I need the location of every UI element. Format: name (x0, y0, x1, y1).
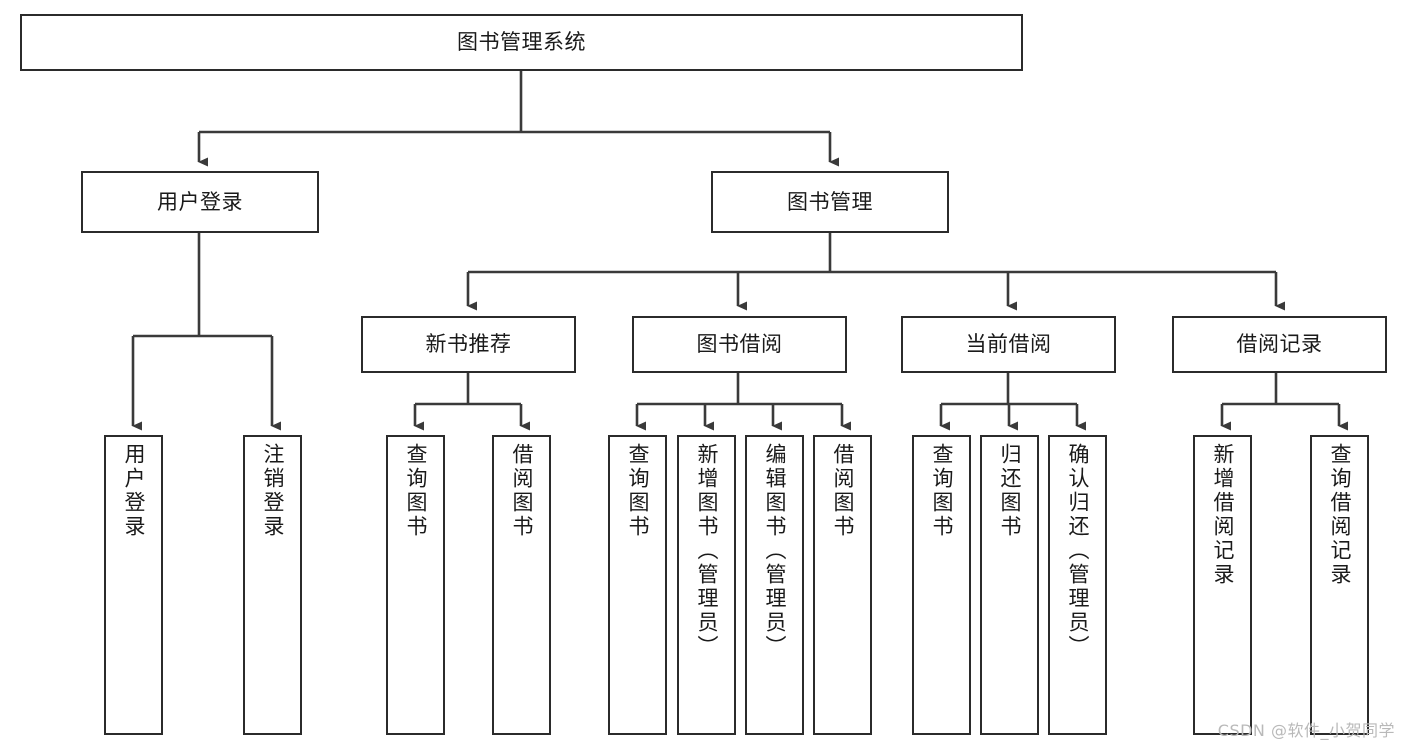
node-label: 查询图书 (404, 443, 428, 539)
node-label: 查询图书 (930, 443, 954, 539)
node-label: 用户登录 (157, 189, 243, 214)
node-label: 图书管理系统 (457, 30, 586, 55)
node-label: 编辑图书（管理员） (763, 443, 787, 659)
node-leaf-borrow-book-recommend[interactable]: 借阅图书 (492, 435, 551, 735)
node-leaf-query-book-borrow[interactable]: 查询图书 (608, 435, 667, 735)
node-leaf-borrow-book[interactable]: 借阅图书 (813, 435, 872, 735)
node-current-borrow[interactable]: 当前借阅 (901, 316, 1116, 373)
node-borrow-record[interactable]: 借阅记录 (1172, 316, 1387, 373)
node-new-book-recommend[interactable]: 新书推荐 (361, 316, 576, 373)
node-user-login[interactable]: 用户登录 (81, 171, 319, 233)
node-label: 当前借阅 (965, 332, 1052, 357)
node-label: 图书管理 (787, 189, 873, 214)
node-leaf-add-borrow-record[interactable]: 新增借阅记录 (1193, 435, 1252, 735)
node-label: 查询借阅记录 (1328, 443, 1352, 587)
node-book-borrow[interactable]: 图书借阅 (632, 316, 847, 373)
node-label: 借阅记录 (1236, 332, 1323, 357)
node-label: 新增图书（管理员） (695, 443, 719, 659)
node-label: 确认归还（管理员） (1066, 443, 1090, 659)
node-leaf-edit-book[interactable]: 编辑图书（管理员） (745, 435, 804, 735)
node-label: 图书借阅 (696, 332, 783, 357)
node-leaf-confirm-return[interactable]: 确认归还（管理员） (1048, 435, 1107, 735)
node-label: 借阅图书 (510, 443, 534, 539)
node-leaf-user-login[interactable]: 用户登录 (104, 435, 163, 735)
node-label: 注销登录 (261, 443, 285, 539)
node-root-book-management-system[interactable]: 图书管理系统 (20, 14, 1023, 71)
node-leaf-query-borrow-record[interactable]: 查询借阅记录 (1310, 435, 1369, 735)
node-label: 用户登录 (122, 443, 146, 539)
node-label: 归还图书 (998, 443, 1022, 539)
node-label: 新增借阅记录 (1211, 443, 1235, 587)
node-label: 借阅图书 (831, 443, 855, 539)
node-label: 查询图书 (626, 443, 650, 539)
node-book-management[interactable]: 图书管理 (711, 171, 949, 233)
node-leaf-return-book[interactable]: 归还图书 (980, 435, 1039, 735)
node-leaf-user-logout[interactable]: 注销登录 (243, 435, 302, 735)
node-leaf-add-book[interactable]: 新增图书（管理员） (677, 435, 736, 735)
node-label: 新书推荐 (425, 332, 512, 357)
node-leaf-query-book-recommend[interactable]: 查询图书 (386, 435, 445, 735)
node-leaf-query-book-current[interactable]: 查询图书 (912, 435, 971, 735)
